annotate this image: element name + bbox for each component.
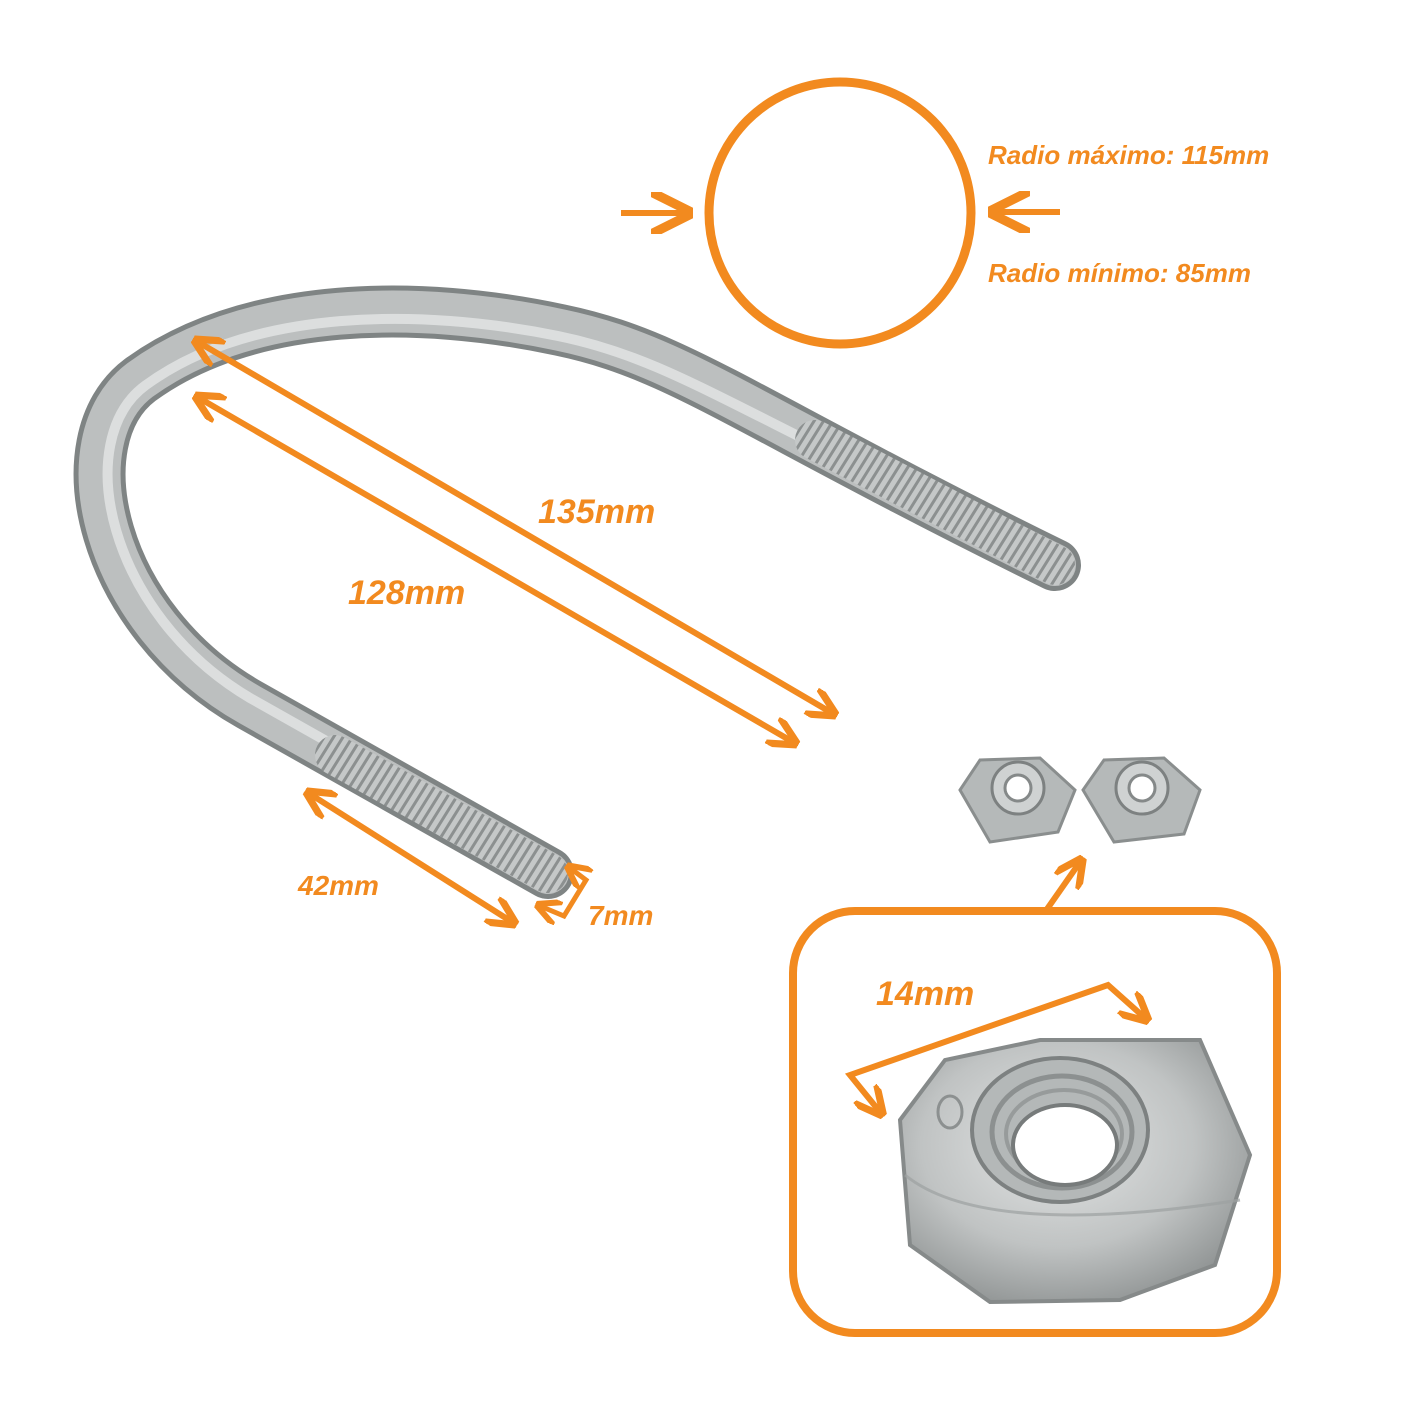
thread-diameter-label: 7mm — [588, 900, 654, 931]
hex-nut-icon — [958, 756, 1077, 844]
max-radius-label: Radio máximo: 115mm — [988, 140, 1270, 170]
u-bolt-icon — [73, 285, 1081, 899]
outer-length-label: 135mm — [538, 493, 656, 531]
pipe-circle-icon — [621, 77, 1060, 349]
inner-length-arrow — [199, 398, 793, 742]
inner-length-label: 128mm — [348, 574, 466, 612]
hex-nut-icon — [1081, 756, 1202, 844]
zoom-pointer-arrow — [1042, 862, 1080, 914]
nut-width-label: 14mm — [876, 975, 975, 1013]
nut-width-arrow — [844, 981, 1145, 1112]
min-radius-label: Radio mínimo: 85mm — [988, 258, 1251, 288]
thread-diameter-arrow — [540, 868, 586, 916]
hex-nut-icon — [897, 1038, 1253, 1305]
thread-length-label: 42mm — [298, 870, 379, 901]
thread-length-arrow — [310, 794, 512, 922]
nut-detail-box — [789, 907, 1281, 1337]
